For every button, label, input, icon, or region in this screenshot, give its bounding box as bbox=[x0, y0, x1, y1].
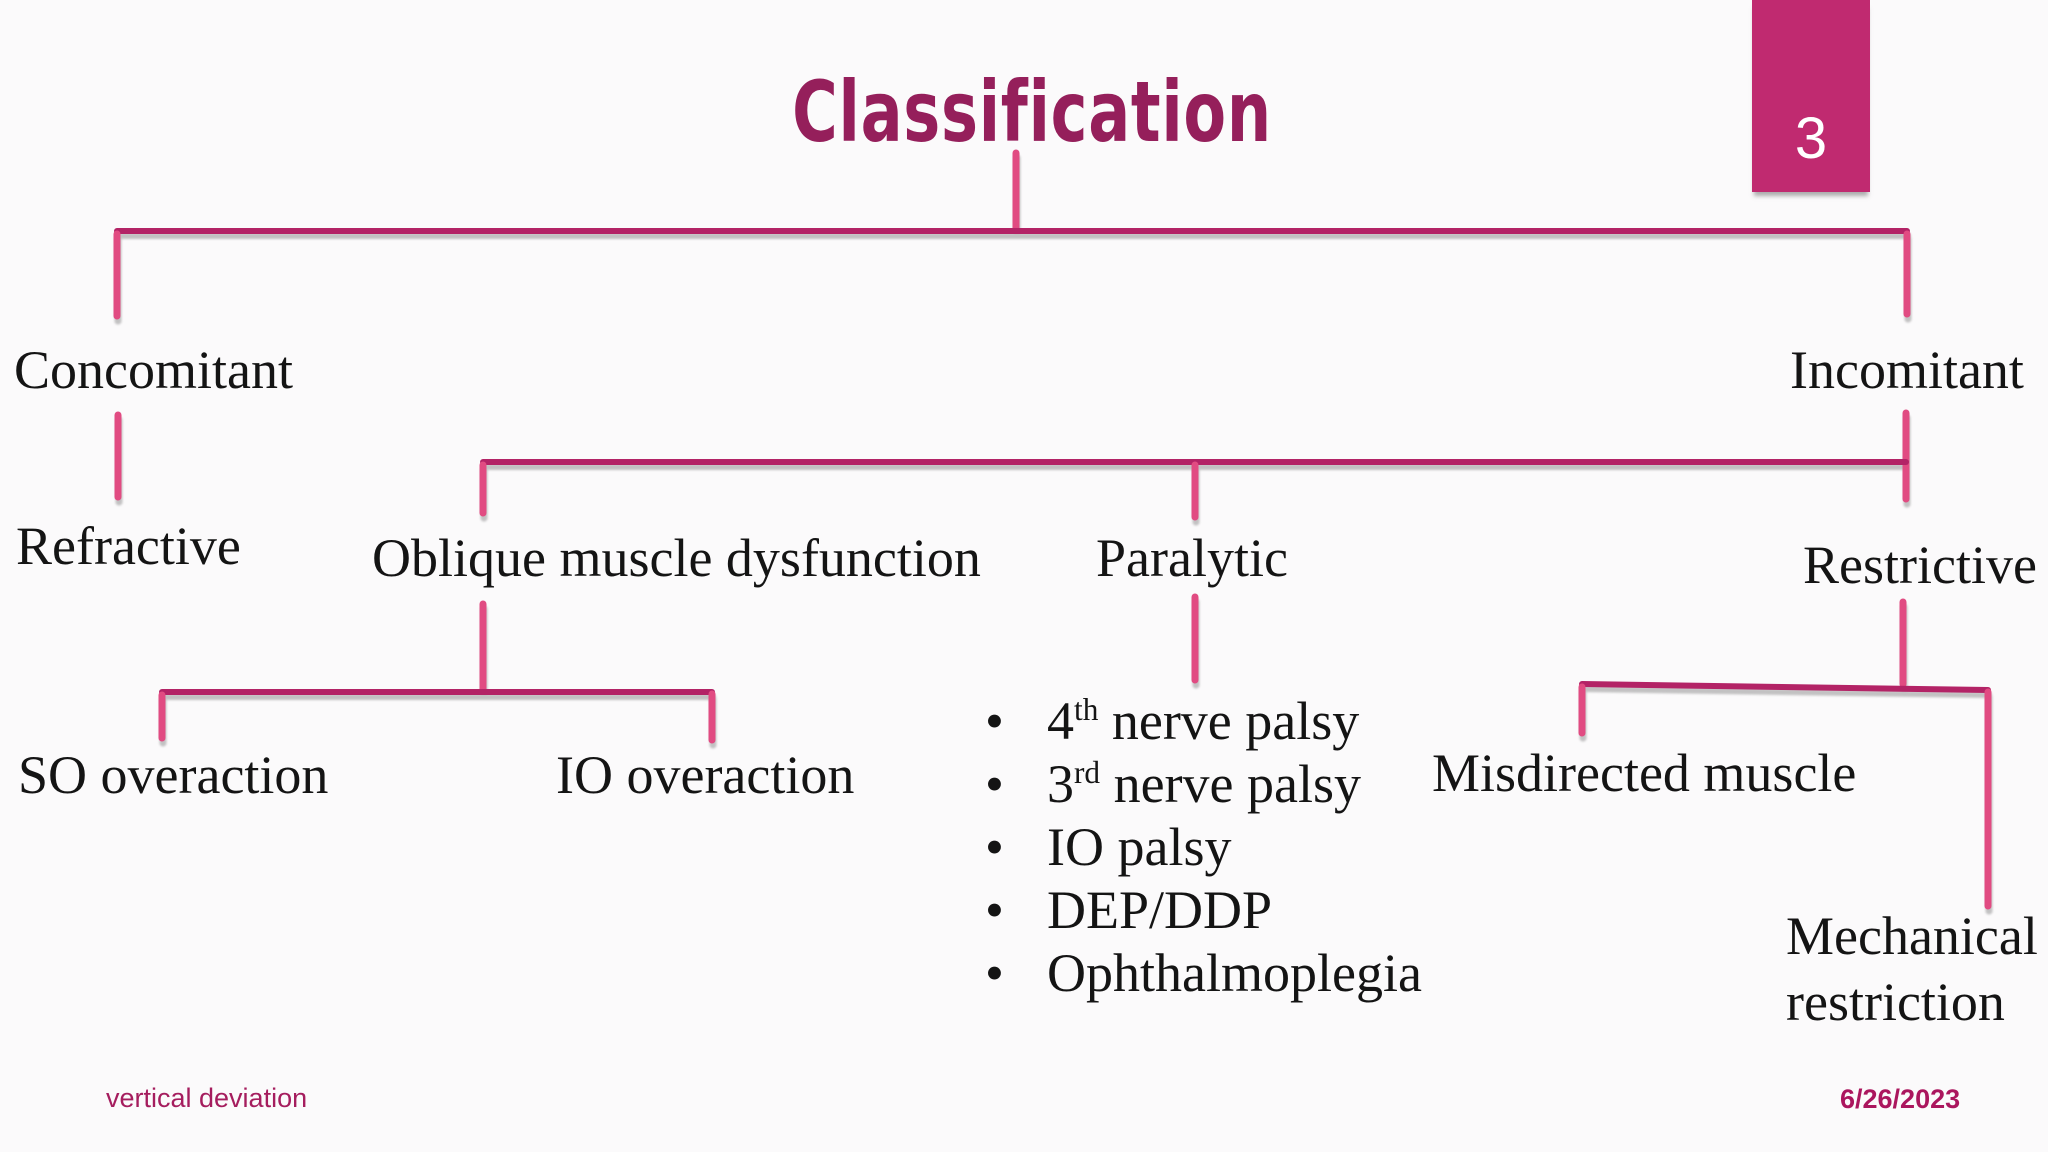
paralytic-item: 3rd nerve palsy bbox=[985, 753, 1422, 816]
node-paralytic: Paralytic bbox=[1096, 528, 1288, 588]
node-concomitant: Concomitant bbox=[14, 340, 293, 400]
paralytic-item: 4th nerve palsy bbox=[985, 690, 1422, 753]
paralytic-bullet-list: 4th nerve palsy3rd nerve palsyIO palsyDE… bbox=[985, 690, 1422, 1005]
footer-title: vertical deviation bbox=[106, 1083, 308, 1113]
footer-date: 6/26/2023 bbox=[1840, 1084, 1961, 1114]
paralytic-item: IO palsy bbox=[985, 816, 1422, 879]
paralytic-item: DEP/DDP bbox=[985, 879, 1422, 942]
line-restrictive-bracket bbox=[1579, 681, 1991, 693]
node-io-overaction: IO overaction bbox=[556, 745, 855, 805]
page-number-box: 3 bbox=[1752, 0, 1870, 192]
node-restrictive: Restrictive bbox=[1803, 535, 2037, 595]
node-misdirected-muscle: Misdirected muscle bbox=[1432, 743, 1857, 803]
node-so-overaction: SO overaction bbox=[18, 745, 329, 805]
page-number: 3 bbox=[1794, 106, 1828, 171]
node-refractive: Refractive bbox=[16, 516, 241, 576]
slide-title: Classification bbox=[792, 63, 1272, 161]
node-incomitant: Incomitant bbox=[1790, 340, 2024, 400]
node-mechanical-restriction: Mechanical restriction bbox=[1786, 906, 2038, 1032]
paralytic-item: Ophthalmoplegia bbox=[985, 942, 1422, 1005]
node-oblique-muscle-dysfunction: Oblique muscle dysfunction bbox=[372, 528, 981, 588]
